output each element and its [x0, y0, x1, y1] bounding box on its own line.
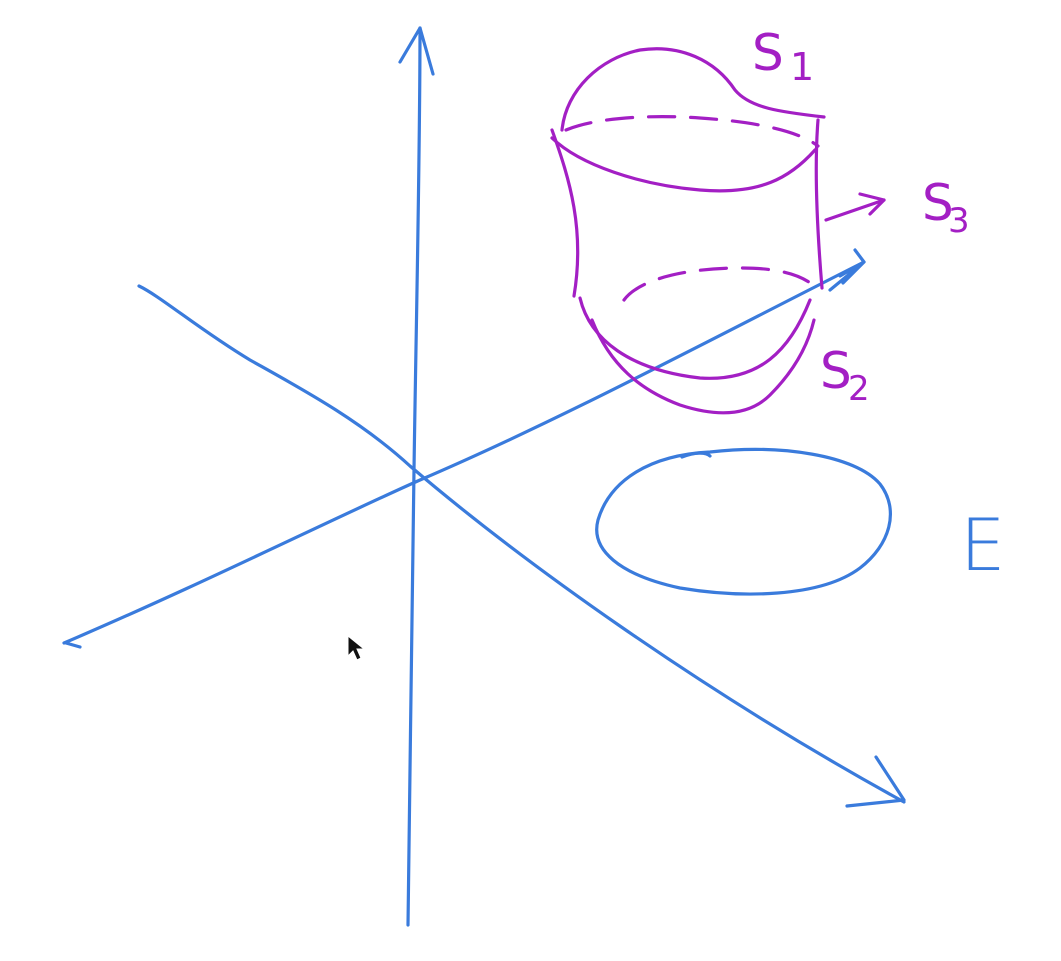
diagonal-axis-tail — [64, 641, 82, 649]
diagonal-axis-down — [137, 284, 906, 804]
top-cap-front-edge — [550, 136, 817, 193]
diagonal-axis-up — [62, 260, 866, 645]
label-s3: S 3 — [922, 174, 970, 241]
label-region-e: E — [960, 503, 1006, 587]
diagonal-axis-down-arrowhead — [845, 755, 906, 808]
closed-surface — [550, 47, 886, 415]
normal-vector-arrowhead — [858, 192, 886, 216]
bottom-cap-outline — [590, 318, 816, 415]
bottom-cap-dashed-edge — [622, 266, 820, 302]
mouse-pointer-icon — [347, 634, 366, 661]
label-s2-base: S — [820, 342, 852, 400]
label-s2-sub: 2 — [848, 369, 870, 409]
label-s2: S 2 — [820, 342, 870, 409]
top-cap-outline — [560, 47, 826, 132]
bottom-cap-front-edge — [578, 296, 812, 380]
vertical-axis — [406, 26, 422, 927]
label-s1-base: S — [752, 24, 784, 82]
region-e-outline — [595, 447, 892, 596]
vertical-axis-arrowhead — [398, 26, 435, 76]
label-s3-sub: 3 — [948, 201, 970, 241]
region-e-start-mark — [680, 451, 712, 459]
diagonal-axis-up-arrowhead — [828, 248, 866, 292]
top-cap-dashed-edge — [564, 115, 820, 148]
normal-vector-arrow — [824, 198, 886, 222]
region-e — [595, 447, 892, 596]
label-s1-sub: 1 — [790, 45, 814, 89]
label-s1: S 1 — [752, 24, 814, 89]
right-side-wall — [814, 118, 824, 290]
label-s3-base: S — [922, 174, 954, 232]
left-side-wall — [550, 128, 580, 298]
coordinate-axes — [62, 26, 906, 927]
